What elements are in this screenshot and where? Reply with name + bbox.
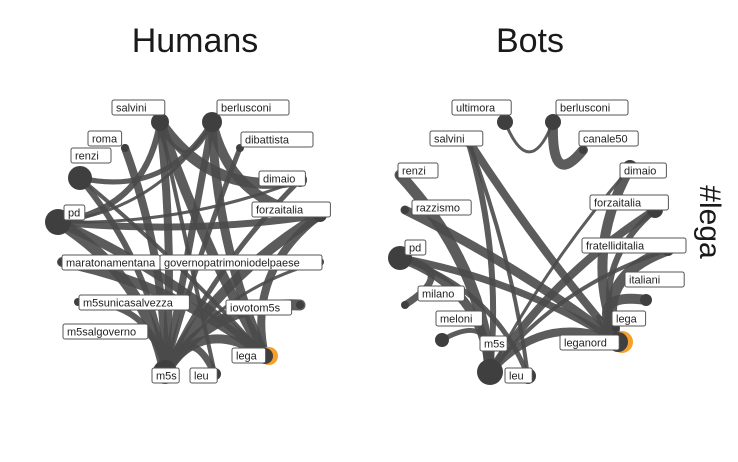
node-label-text: m5s <box>484 339 505 351</box>
node-label-lega: lega <box>611 310 647 327</box>
node-roma <box>121 144 129 152</box>
node-label-canale50: canale50 <box>578 130 639 147</box>
node-canale50 <box>579 146 587 154</box>
node-label-lega: lega <box>231 347 267 364</box>
node-berlusconi <box>202 112 222 132</box>
node-label-text: razzismo <box>416 203 460 215</box>
node-label-renzi: renzi <box>397 162 439 179</box>
network-edge <box>547 117 588 170</box>
node-label-text: m5salgoverno <box>67 327 136 339</box>
network-edge <box>161 118 216 376</box>
node-m5s <box>477 359 503 385</box>
node-salvini <box>151 113 169 131</box>
node-label-forzaitalia: forzaitalia <box>251 201 331 218</box>
node-label-italiani: italiani <box>624 271 685 288</box>
node-label-text: milano <box>422 289 454 301</box>
node-milano <box>401 301 409 309</box>
node-label-text: forzaitalia <box>594 198 642 210</box>
node-label-leu: leu <box>189 367 218 384</box>
network-edge <box>400 205 623 347</box>
node-label-leu: leu <box>504 367 533 384</box>
node-label-dibattista: dibattista <box>240 131 314 148</box>
node-label-text: ultimora <box>456 103 496 115</box>
node-label-pd: pd <box>404 239 427 256</box>
node-label-maratonamentana: maratonamentana <box>61 254 161 271</box>
node-label-text: berlusconi <box>221 103 271 115</box>
node-label-governopatrimoniodelpaese: governopatrimoniodelpaese <box>159 254 323 271</box>
network-edge <box>602 293 651 347</box>
node-label-razzismo: razzismo <box>411 199 472 216</box>
network-edge <box>503 120 555 154</box>
node-label-meloni: meloni <box>435 310 483 327</box>
node-label-text: lega <box>616 314 638 326</box>
node-label-m5s: m5s <box>479 335 508 352</box>
node-iovotom5s <box>296 301 304 309</box>
node-ultimora <box>497 114 513 130</box>
node-label-text: leganord <box>564 338 607 350</box>
node-label-text: dimaio <box>624 166 656 178</box>
label-layer: ultimora berlusconi salvini canale50 renzi di… <box>397 99 687 384</box>
panel-title-humans: Humans <box>132 22 259 60</box>
node-label-text: maratonamentana <box>66 258 156 270</box>
node-label-m5s: m5s <box>151 367 180 384</box>
node-label-fratelliditalia: fratelliditalia <box>581 237 687 254</box>
network-edge <box>54 211 324 231</box>
node-razzismo <box>401 206 409 214</box>
node-italiani <box>640 294 652 306</box>
node-label-berlusconi: berlusconi <box>216 99 290 116</box>
node-label-text: pd <box>409 243 421 255</box>
network-edge <box>56 178 302 224</box>
node-label-salvini: salvini <box>429 130 484 147</box>
node-label-pd: pd <box>63 204 86 221</box>
node-label-iovotom5s: iovotom5s <box>225 299 293 316</box>
node-label-text: dibattista <box>245 135 290 147</box>
node-label-m5sunicasalvezza: m5sunicasalvezza <box>78 294 190 311</box>
node-label-text: roma <box>92 134 118 146</box>
node-label-berlusconi: berlusconi <box>555 99 629 116</box>
node-label-text: iovotom5s <box>230 303 281 315</box>
node-label-m5salgoverno: m5salgoverno <box>62 323 149 340</box>
node-label-text: italiani <box>629 275 660 287</box>
node-label-leganord: leganord <box>559 334 620 351</box>
node-label-text: leu <box>194 371 209 383</box>
node-label-dimaio: dimaio <box>619 162 667 179</box>
node-label-text: m5sunicasalvezza <box>83 298 174 310</box>
node-label-text: canale50 <box>583 134 628 146</box>
node-label-text: fratelliditalia <box>586 241 645 253</box>
hashtag-side-label: #lega <box>693 185 726 259</box>
node-label-text: renzi <box>75 151 99 163</box>
node-label-text: governopatrimoniodelpaese <box>164 258 300 270</box>
node-label-text: berlusconi <box>560 103 610 115</box>
node-label-text: dimaio <box>263 174 295 186</box>
label-layer: salvini berlusconi roma dibattista renzi dima… <box>61 99 331 384</box>
node-label-text: salvini <box>116 103 147 115</box>
node-label-salvini: salvini <box>111 99 166 116</box>
node-label-milano: milano <box>417 285 465 302</box>
node-renzi <box>68 166 92 190</box>
node-meloni <box>435 333 449 347</box>
node-label-text: meloni <box>440 314 472 326</box>
node-label-renzi: renzi <box>70 147 112 164</box>
node-label-text: pd <box>68 208 80 220</box>
network-panel-humans: salvini berlusconi roma dibattista renzi dima… <box>45 99 331 384</box>
node-label-text: m5s <box>156 371 177 383</box>
network-panel-bots: ultimora berlusconi salvini canale50 renzi di… <box>388 99 687 385</box>
node-label-text: forzaitalia <box>256 205 304 217</box>
network-edge <box>207 117 270 361</box>
node-label-text: salvini <box>434 134 465 146</box>
node-berlusconi <box>545 114 561 130</box>
network-edge <box>257 211 324 360</box>
node-label-text: renzi <box>402 166 426 178</box>
panel-title-bots: Bots <box>496 22 564 60</box>
node-label-dimaio: dimaio <box>258 170 306 187</box>
node-label-text: leu <box>509 371 524 383</box>
node-label-text: lega <box>236 351 258 363</box>
node-label-ultimora: ultimora <box>451 99 512 116</box>
node-label-roma: roma <box>87 130 123 147</box>
node-label-forzaitalia: forzaitalia <box>589 194 669 211</box>
